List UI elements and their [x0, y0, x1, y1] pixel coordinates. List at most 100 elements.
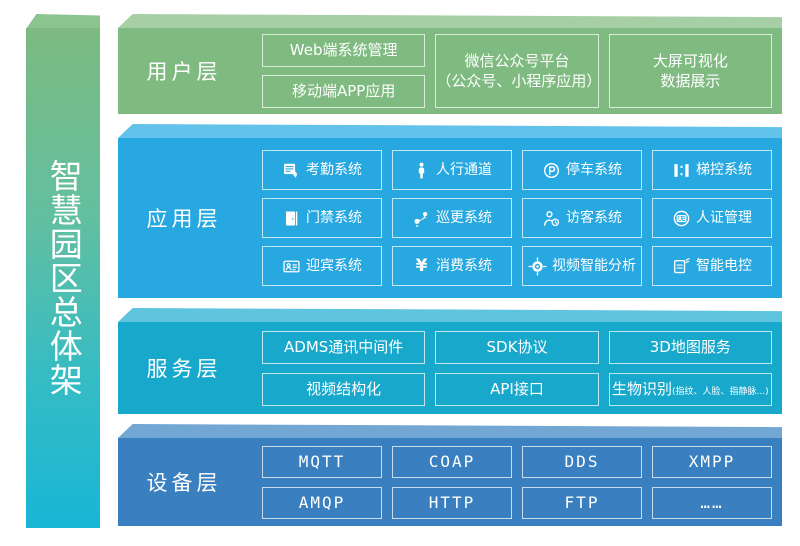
cell-label: 门禁系统 — [306, 209, 362, 226]
column-1: 考勤系统门禁系统迎宾系统 — [262, 150, 382, 286]
cell-label: COAP — [428, 451, 476, 471]
service-layer-3d-top-face — [118, 308, 782, 322]
cell-label: AMQP — [298, 492, 346, 512]
layer-user-columns: Web端系统管理移动端APP应用微信公众号平台（公众号、小程序应用）大屏可视化数… — [248, 34, 772, 108]
camera-lens-icon — [528, 256, 547, 276]
pedestrian-person-icon — [412, 161, 431, 180]
layer-label-application: 应用层 — [146, 207, 222, 231]
parking-p-circle-icon — [542, 161, 561, 180]
cell-MQTT[interactable]: MQTT — [262, 445, 382, 478]
patrol-route-pin-icon — [412, 209, 431, 228]
user-layer-3d-top-face — [118, 14, 782, 28]
cell-label: 迎宾系统 — [306, 257, 362, 274]
cell-label: MQTT — [298, 451, 346, 471]
cell-FTP[interactable]: FTP — [522, 486, 642, 519]
layer-user: 用户层 Web端系统管理移动端APP应用微信公众号平台（公众号、小程序应用）大屏… — [118, 28, 782, 114]
cell-label: 移动端APP应用 — [291, 82, 396, 101]
cell-门禁系统[interactable]: 门禁系统 — [262, 198, 382, 238]
layer-application-columns: 考勤系统门禁系统迎宾系统人行通道巡更系统¥消费系统停车系统访客系统视频智能分析梯… — [248, 150, 772, 286]
cell-梯控系统[interactable]: 梯控系统 — [652, 150, 772, 190]
cell-label: 大屏可视化数据展示 — [652, 51, 728, 90]
layer-application: 应用层 考勤系统门禁系统迎宾系统 人行通道巡更系统 ¥ 消费系统 停车系统访客系统视频智… — [118, 138, 782, 298]
column-4: XMPP …… — [652, 445, 772, 519]
cell-移动端APP应用[interactable]: 移动端APP应用 — [262, 75, 426, 108]
cell-label-main: 生物识别 — [612, 379, 673, 398]
column-3: DDS FTP — [522, 445, 642, 519]
column-2: COAP HTTP — [392, 445, 512, 519]
cell-label: 智能电控 — [696, 257, 752, 274]
cell-API接口[interactable]: API接口 — [435, 372, 599, 406]
cell-巡更系统[interactable]: 巡更系统 — [392, 198, 512, 238]
device-layer-3d-top-face — [118, 424, 782, 438]
cell-视频智能分析[interactable]: 视频智能分析 — [522, 246, 642, 286]
column-3: 停车系统访客系统视频智能分析 — [522, 150, 642, 286]
cell-label: ADMS通讯中间件 — [284, 337, 404, 356]
layer-device-columns: MQTT AMQP COAP HTTP DDS FTP XMPP …… — [248, 445, 772, 519]
cell-label: 视频结构化 — [306, 379, 382, 398]
id-card-circle-icon — [672, 209, 691, 228]
cell-迎宾系统[interactable]: 迎宾系统 — [262, 246, 382, 286]
cell-label: 梯控系统 — [696, 161, 752, 178]
cell-AMQP[interactable]: AMQP — [262, 486, 382, 519]
cell-label: XMPP — [688, 451, 736, 471]
cell-label: 消费系统 — [436, 257, 492, 274]
cell-视频结构化[interactable]: 视频结构化 — [262, 372, 426, 406]
cell-label: 停车系统 — [566, 161, 622, 178]
cell-生物识别[interactable]: 生物识别(指纹、人脸、指静脉...) — [608, 372, 772, 406]
smart-switch-panel-icon — [672, 257, 691, 276]
cell-Web端系统管理[interactable]: Web端系统管理 — [262, 34, 426, 67]
visitor-person-clock-icon — [542, 209, 561, 228]
cell-label: HTTP — [428, 492, 476, 512]
cell-label: FTP — [564, 492, 600, 512]
cell-DDS[interactable]: DDS — [522, 445, 642, 478]
cell-智能电控[interactable]: 智能电控 — [652, 246, 772, 286]
column-2: SDK协议 API接口 — [435, 330, 599, 406]
greeting-person-icon — [282, 257, 301, 276]
cell-大屏可视化-数据展示[interactable]: 大屏可视化数据展示 — [608, 34, 772, 108]
cell-ADMS通讯中间件[interactable]: ADMS通讯中间件 — [262, 330, 426, 364]
cell-label: 微信公众号平台（公众号、小程序应用） — [436, 51, 602, 90]
cell-停车系统[interactable]: 停车系统 — [522, 150, 642, 190]
cell-SDK协议[interactable]: SDK协议 — [435, 330, 599, 364]
cell-label: 视频智能分析 — [552, 257, 636, 274]
cell-label: 生物识别(指纹、人脸、指静脉...) — [612, 379, 769, 399]
cell-label: 人行通道 — [436, 161, 492, 178]
cell-微信公众号平台-（公众号、小程序应用）[interactable]: 微信公众号平台（公众号、小程序应用） — [435, 34, 602, 108]
cell-label-sub: (指纹、人脸、指静脉...) — [672, 386, 769, 397]
cell-label: 巡更系统 — [436, 209, 492, 226]
cell-label: API接口 — [490, 379, 544, 398]
cell-label: 3D地图服务 — [649, 337, 731, 356]
vertical-title-banner: 智慧园区总体架 — [26, 28, 100, 528]
cell-label: SDK协议 — [486, 337, 548, 356]
cell-label: DDS — [564, 451, 600, 471]
column-1: Web端系统管理移动端APP应用 — [262, 34, 426, 108]
yen-currency-icon: ¥ — [415, 255, 428, 276]
column-2: 人行通道巡更系统 ¥ 消费系统 — [392, 150, 512, 286]
layer-label-user: 用户层 — [146, 60, 222, 84]
cell-人证管理[interactable]: 人证管理 — [652, 198, 772, 238]
cell-人行通道[interactable]: 人行通道 — [392, 150, 512, 190]
cell-HTTP[interactable]: HTTP — [392, 486, 512, 519]
cell-XMPP[interactable]: XMPP — [652, 445, 772, 478]
elevator-icon — [672, 161, 691, 180]
cell-COAP[interactable]: COAP — [392, 445, 512, 478]
door-access-icon — [282, 209, 301, 228]
cell-考勤系统[interactable]: 考勤系统 — [262, 150, 382, 190]
cell-访客系统[interactable]: 访客系统 — [522, 198, 642, 238]
cell-label: Web端系统管理 — [289, 41, 398, 60]
attendance-calendar-icon — [282, 161, 301, 180]
cell-label: 访客系统 — [566, 209, 622, 226]
layer-label-service: 服务层 — [146, 357, 222, 381]
banner-3d-top-face — [26, 14, 100, 29]
cell-消费系统[interactable]: ¥ 消费系统 — [392, 246, 512, 286]
column-3: 大屏可视化数据展示 — [608, 34, 772, 108]
layer-service-columns: ADMS通讯中间件视频结构化 SDK协议 API接口 3D地图服务生物识别(指纹、人脸… — [248, 330, 772, 406]
cell-label: …… — [700, 492, 724, 512]
cell-……[interactable]: …… — [652, 486, 772, 519]
cell-3D地图服务[interactable]: 3D地图服务 — [608, 330, 772, 364]
column-4: 梯控系统人证管理智能电控 — [652, 150, 772, 286]
column-1: MQTT AMQP — [262, 445, 382, 519]
column-2: 微信公众号平台（公众号、小程序应用） — [435, 34, 602, 108]
